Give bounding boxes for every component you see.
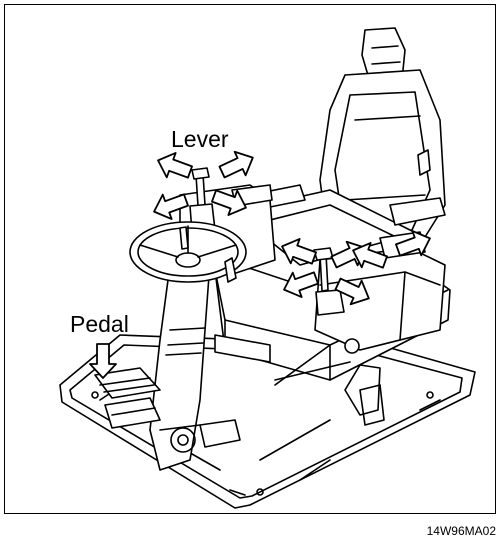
figure-frame xyxy=(4,4,496,514)
arrow-icon xyxy=(153,193,189,220)
pedals xyxy=(94,367,161,429)
arrow-icon xyxy=(157,152,193,179)
lever-label: Lever xyxy=(171,126,229,152)
arrow-icon xyxy=(89,343,117,379)
figure-code: 14W96MA02 xyxy=(426,524,496,538)
arrow-icon xyxy=(352,242,388,269)
safety-bar xyxy=(274,361,385,426)
arrow-icon xyxy=(211,189,247,216)
steering-wheel xyxy=(129,221,247,283)
arrow-icon xyxy=(283,271,319,298)
arrow-icon xyxy=(281,238,317,265)
arrow-icon xyxy=(395,230,431,257)
arrow-icon xyxy=(334,277,370,306)
steering-column xyxy=(149,261,211,471)
arrow-icon xyxy=(218,150,254,179)
operator-cab-drawing xyxy=(59,27,476,509)
pedal-label: Pedal xyxy=(70,311,129,337)
